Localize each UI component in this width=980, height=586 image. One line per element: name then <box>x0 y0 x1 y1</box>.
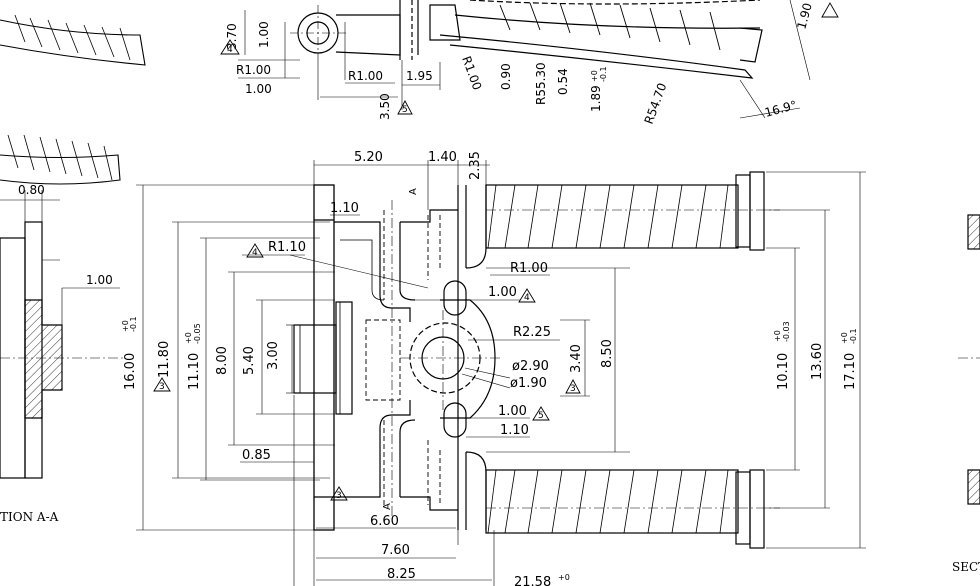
section-right-label: SECT <box>952 560 980 574</box>
dim-11-10: 11.10 <box>187 353 202 390</box>
main-view <box>293 171 980 549</box>
dim-0-90: 0.90 <box>499 63 513 90</box>
dim-7-60: 7.60 <box>381 543 410 558</box>
svg-text:3: 3 <box>336 491 342 501</box>
dim-5-40: 5.40 <box>242 346 257 375</box>
note-flag-3-340: 3 <box>565 379 581 394</box>
dim-1-00-horizontal: 1.00 <box>245 82 272 96</box>
dim-8-50: 8.50 <box>600 339 615 368</box>
dim-1-10-top: 1.10 <box>330 201 359 216</box>
dim-1-00-left: 1.00 <box>86 273 113 287</box>
dim-3-70: 3.70 <box>225 23 239 50</box>
tol-16-00-upper: +0 <box>121 320 130 332</box>
note-flags: 4 5 4 4 3 5 3 3 <box>153 2 839 501</box>
main-dimension-text: 5.20 1.40 2.35 1.10 R1.10 R1.00 1.00 R2.… <box>123 150 980 586</box>
svg-text:4: 4 <box>524 293 530 303</box>
dim-21-58: 21.58 <box>514 575 551 586</box>
section-a-a-label: TION A-A <box>0 510 59 524</box>
svg-text:4: 4 <box>252 248 258 258</box>
dim-r1-00-mid: R1.00 <box>510 261 548 276</box>
dim-r2-25: R2.25 <box>513 325 551 340</box>
dim-1-00-lower: 1.00 <box>498 404 527 419</box>
dim-10-10: 10.10 <box>776 353 791 390</box>
dim-r1-10: R1.10 <box>268 240 306 255</box>
dim-3-00: 3.00 <box>266 341 281 370</box>
dim-8-00: 8.00 <box>215 346 230 375</box>
dim-11-80: 11.80 <box>157 341 172 378</box>
dim-1-10-lower: 1.10 <box>500 423 529 438</box>
dim-16-9: 16.9° <box>763 98 798 120</box>
dim-r1-00-c: R1.00 <box>459 54 484 92</box>
tol-11-10-lower: -0.05 <box>193 323 202 344</box>
top-view <box>0 0 811 119</box>
top-view-dims: 3.70 1.00 R1.00 1.00 R1.00 1.95 3.50 R1.… <box>225 1 815 126</box>
dim-dia-1-90: ø1.90 <box>510 376 547 391</box>
note-flag-4-r110: 4 <box>246 243 264 258</box>
tol-11-10-upper: +0 <box>184 332 193 344</box>
dim-6-60: 6.60 <box>370 514 399 529</box>
dim-13-60: 13.60 <box>810 343 825 380</box>
dim-r1-00-a: R1.00 <box>236 63 271 77</box>
tol-16-00-lower: -0.1 <box>129 316 138 332</box>
tol-21-58-upper: +0 <box>558 573 570 582</box>
dim-r1-00-b: R1.00 <box>348 69 383 83</box>
svg-text:5: 5 <box>402 105 408 115</box>
section-a-a-dims: 0.80 1.00 TION A-A <box>0 183 113 524</box>
note-flag-4-top: 4 <box>220 39 240 55</box>
dim-1-00-upper: 1.00 <box>488 285 517 300</box>
tol-10-10-upper: +0 <box>773 330 782 342</box>
dim-5-20: 5.20 <box>354 150 383 165</box>
note-flag-3-left: 3 <box>153 377 171 392</box>
tol-1-89-lower: -0.1 <box>599 66 608 82</box>
dim-3-50: 3.50 <box>378 93 392 120</box>
note-flag-5-lower: 5 <box>532 406 550 421</box>
svg-text:5: 5 <box>538 411 544 421</box>
svg-text:3: 3 <box>570 384 576 394</box>
note-flag-3-bottom: 3 <box>330 486 348 501</box>
tol-17-10-upper: +0 <box>840 332 849 344</box>
dim-dia-2-90: ø2.90 <box>512 359 549 374</box>
note-flag-blank-top <box>821 2 839 18</box>
dim-16-00: 16.00 <box>123 353 138 390</box>
dim-8-25: 8.25 <box>387 567 416 582</box>
dim-17-10: 17.10 <box>843 353 858 390</box>
tol-1-89-upper: +0 <box>590 70 599 82</box>
dim-3-40: 3.40 <box>569 344 584 373</box>
dim-0-54: 0.54 <box>556 68 570 95</box>
note-flag-5-top: 5 <box>397 100 413 115</box>
dim-0-80: 0.80 <box>18 183 45 197</box>
dim-1-95: 1.95 <box>406 69 433 83</box>
dim-0-85: 0.85 <box>242 448 271 463</box>
cut-line-label-bottom: A <box>382 503 393 510</box>
cut-line-label-top: A <box>408 188 419 195</box>
dim-2-35: 2.35 <box>468 151 483 180</box>
dim-r55-30: R55.30 <box>534 62 548 105</box>
tol-17-10-lower: -0.1 <box>849 328 858 344</box>
svg-text:4: 4 <box>227 45 233 55</box>
tol-10-10-lower: -0.03 <box>782 321 791 342</box>
main-dimension-lines <box>136 160 866 586</box>
svg-text:3: 3 <box>159 382 165 392</box>
section-a-a-view <box>0 134 125 479</box>
dim-1-89: 1.89 <box>589 85 603 112</box>
tolerances: +0 -0.1 +0 -0.05 +0 -0.03 +0 -0.1 +0 +0 … <box>121 66 858 582</box>
note-flag-4-100: 4 <box>518 288 536 303</box>
dim-1-90: 1.90 <box>794 1 814 30</box>
dim-r54-70: R54.70 <box>642 81 670 126</box>
dim-1-00-vertical: 1.00 <box>257 21 271 48</box>
dim-1-40: 1.40 <box>428 150 457 165</box>
